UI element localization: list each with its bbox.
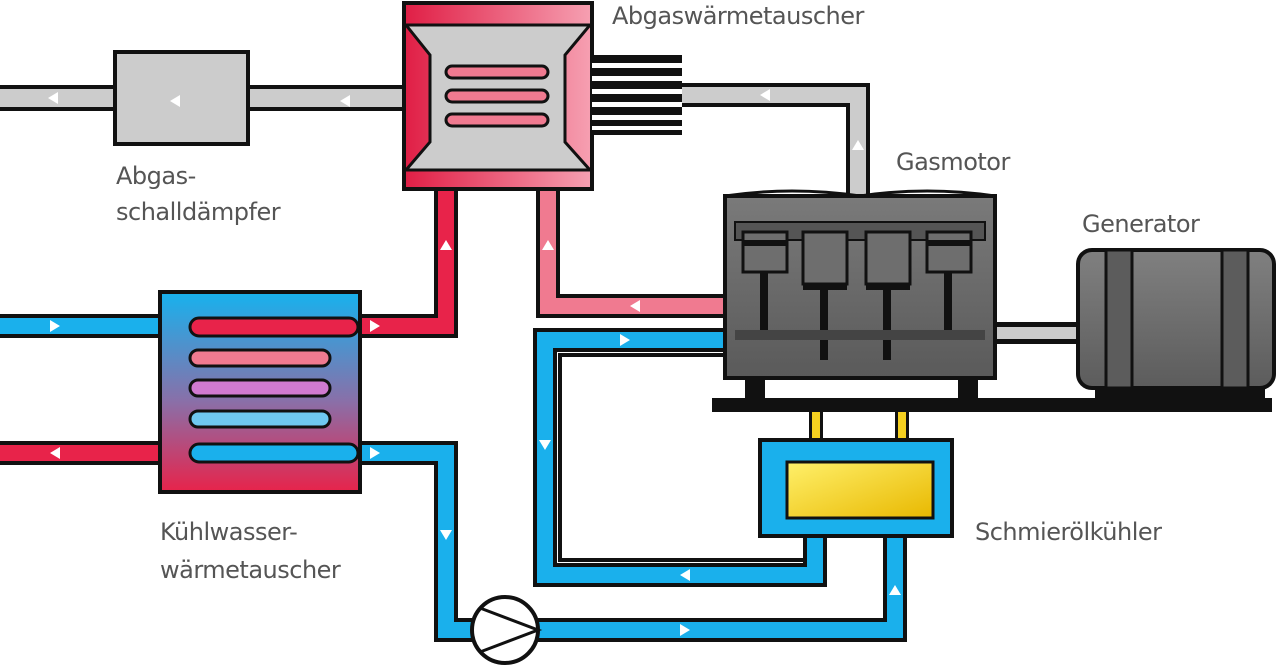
exhaust-muffler	[113, 50, 250, 146]
label-oil-cooler: Schmierölkühler	[975, 518, 1162, 546]
exhaust-heat-exchanger	[402, 1, 682, 191]
piston-icon	[801, 230, 849, 360]
generator	[1076, 248, 1276, 400]
label-coolant-hx-line1: Kühlwasser-	[160, 518, 297, 546]
warm-water-pipe	[536, 185, 725, 318]
label-muffler-line1: Abgas-	[116, 162, 196, 190]
base-plate	[712, 398, 1272, 412]
flow-arrow-icon	[48, 89, 901, 636]
oil-cooler	[758, 438, 954, 538]
label-gas-engine: Gasmotor	[896, 148, 1010, 176]
gas-engine	[723, 189, 997, 380]
label-muffler-line2: schalldämpfer	[116, 198, 281, 226]
label-generator: Generator	[1082, 210, 1200, 238]
pump-icon[interactable]	[470, 595, 543, 665]
coolant-heat-exchanger	[158, 290, 362, 494]
piston-icon	[741, 230, 789, 337]
drive-shaft	[995, 322, 1085, 344]
piston-icon	[925, 230, 973, 337]
piston-icon	[864, 230, 912, 360]
label-coolant-hx-line2: wärmetauscher	[160, 556, 341, 584]
label-exhaust-heat-exchanger: Abgaswärmetauscher	[612, 2, 865, 30]
